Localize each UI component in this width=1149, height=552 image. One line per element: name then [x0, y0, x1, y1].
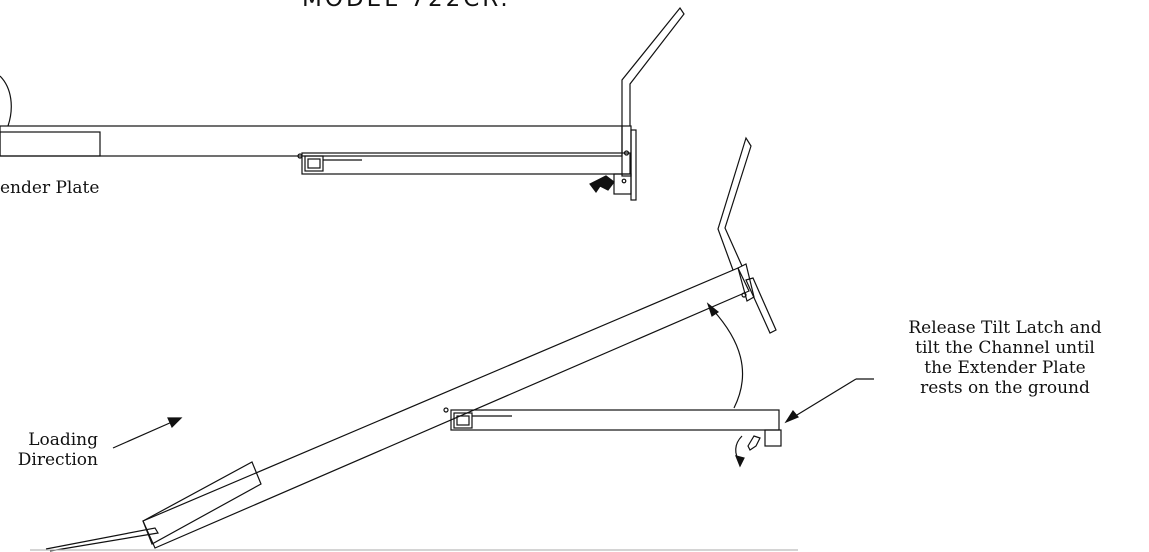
- release-leader-arrowhead: [784, 409, 799, 424]
- top-latch-handle: [589, 175, 615, 194]
- top-latch-pin: [621, 178, 627, 184]
- top-tube-pin: [297, 153, 303, 159]
- tilt-arc-arrowhead: [706, 302, 720, 317]
- release-note-label: Release Tilt Latch and tilt the Channel …: [870, 318, 1140, 398]
- top-channel: [0, 125, 623, 157]
- loading-direction-arrowhead: [167, 417, 183, 429]
- bottom-tube-pin: [443, 407, 449, 413]
- tilt-arc-arrow: [712, 309, 744, 409]
- top-tube-end-outer: [304, 155, 324, 172]
- bottom-latch-handle: [747, 435, 761, 451]
- bottom-tube-end-outer: [453, 412, 473, 429]
- release-note-line-1: Release Tilt Latch and: [908, 318, 1102, 338]
- bottom-lower-tube: [450, 409, 780, 431]
- bottom-tube-end-inner: [456, 415, 470, 426]
- top-latch-bracket: [613, 173, 632, 195]
- bottom-latch-arrowhead: [735, 455, 745, 468]
- bottom-extender-tip: [45, 527, 159, 552]
- model-title: MODEL 722CR.: [302, 0, 511, 12]
- top-extender-plate: [0, 131, 101, 157]
- bottom-pivot-pin: [741, 292, 747, 298]
- top-ramp-assembly: [0, 6, 685, 201]
- bottom-extender-plate: [142, 461, 262, 545]
- bottom-ramp-assembly: [45, 136, 782, 552]
- loading-direction-line-1: Loading: [28, 430, 98, 450]
- release-leader-diagonal: [791, 378, 857, 419]
- top-guard: [621, 6, 685, 126]
- release-note-line-2: tilt the Channel until: [915, 338, 1095, 358]
- release-note-line-4: rests on the ground: [920, 378, 1090, 398]
- bottom-latch-bracket: [764, 429, 782, 447]
- loading-direction-label: Loading Direction: [0, 430, 98, 470]
- loading-direction-line-2: Direction: [17, 450, 98, 470]
- top-tube-end-inner: [307, 158, 321, 169]
- top-mount-plate: [630, 129, 637, 201]
- release-note-line-3: the Extender Plate: [924, 358, 1086, 378]
- bottom-guard: [717, 136, 752, 271]
- extender-plate-label: ender Plate: [0, 178, 100, 198]
- bottom-channel: [142, 267, 750, 549]
- top-leader-line: [0, 75, 12, 127]
- top-lower-tube: [301, 152, 631, 175]
- bottom-mount-plate: [745, 277, 777, 334]
- loading-direction-arrow: [112, 421, 173, 449]
